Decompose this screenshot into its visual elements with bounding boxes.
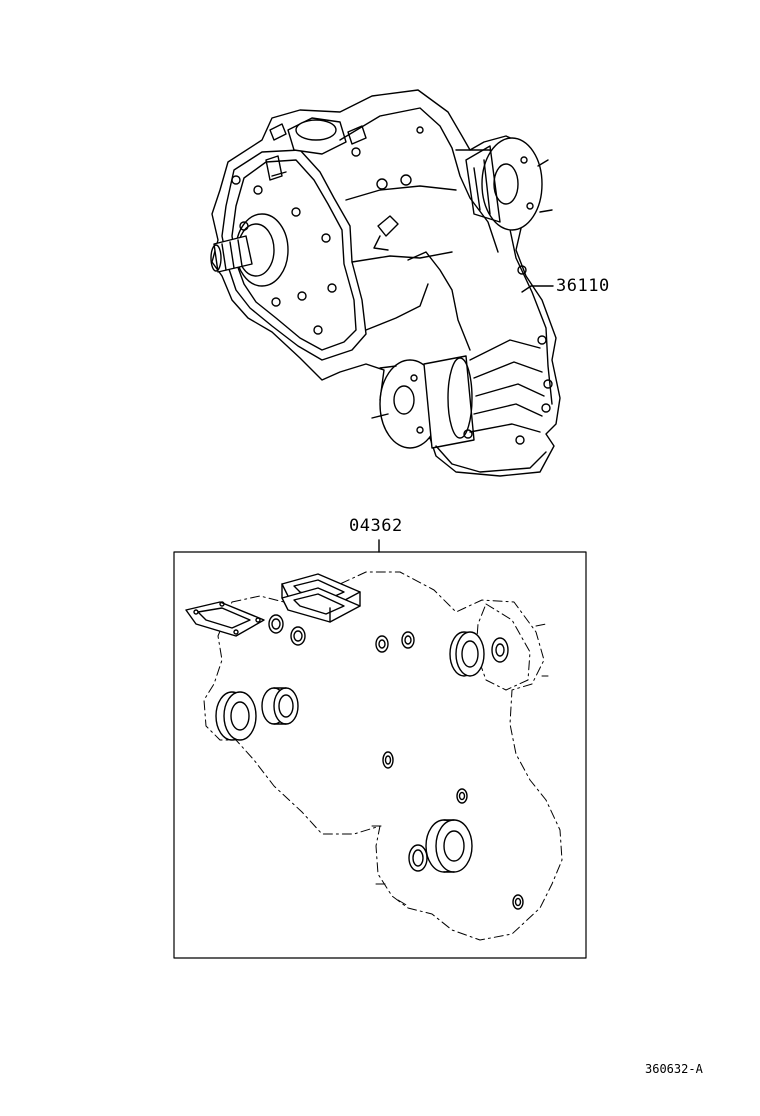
gasket-top-stack — [281, 573, 361, 623]
gasket-kit-drawing — [185, 571, 563, 941]
phantom-case-outline — [203, 571, 563, 941]
input-shaft — [210, 213, 289, 287]
o-rings — [268, 614, 524, 910]
part-number-gasket-kit: 04362 — [349, 516, 403, 536]
shift-lever-boss — [373, 215, 399, 251]
oil-seals — [215, 631, 485, 873]
kit-frame — [173, 551, 587, 959]
front-cover-bolts — [231, 175, 337, 335]
leader-line-36110 — [521, 285, 554, 293]
gasket-flat-left — [185, 601, 265, 637]
figure-code: 360632-A — [645, 1062, 703, 1076]
part-number-transfer-assembly: 36110 — [556, 276, 610, 296]
rear-output-flange — [465, 137, 553, 231]
transfer-case-housing — [211, 89, 561, 477]
transfer-assembly-drawing — [210, 89, 561, 477]
top-cover — [265, 117, 367, 181]
front-output-flange — [371, 355, 475, 449]
